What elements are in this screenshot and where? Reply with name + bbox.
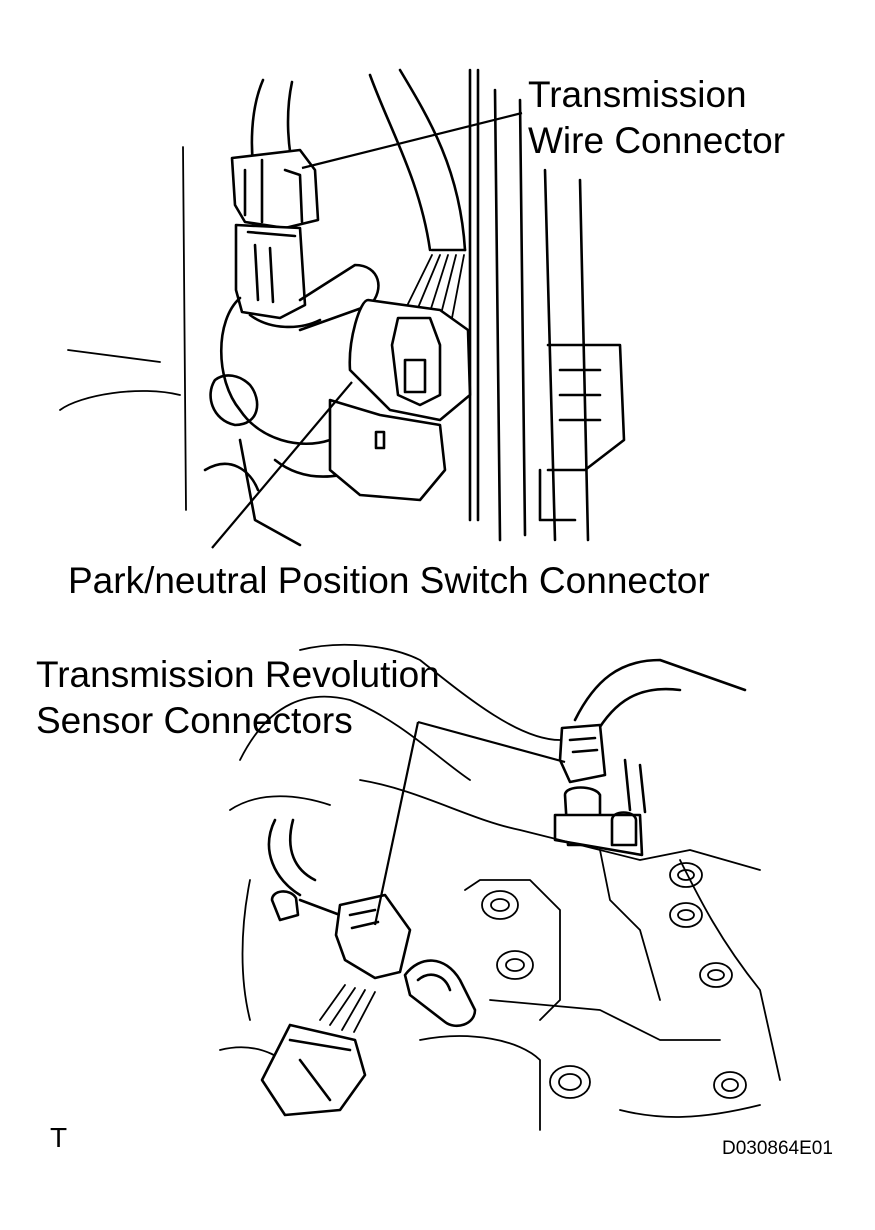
bottom-illustration xyxy=(219,643,781,1131)
revolution-sensor-connector-upper xyxy=(558,723,607,784)
corner-mark: T xyxy=(50,1122,68,1153)
top-illustration xyxy=(59,68,626,549)
label-line-2: Sensor Connectors xyxy=(36,700,353,741)
park-neutral-switch-connector-label: Park/neutral Position Switch Connector xyxy=(68,560,710,601)
transmission-wire-connector xyxy=(230,148,320,230)
label-line-1: Transmission xyxy=(528,74,747,115)
revolution-sensor-connector-lower xyxy=(334,893,412,980)
label-line-2: Wire Connector xyxy=(528,120,786,161)
figure-code: D030864E01 xyxy=(722,1138,833,1159)
label-line-1: Transmission Revolution xyxy=(36,654,440,695)
revolution-sensor-connectors-label: Transmission Revolution Sensor Connector… xyxy=(36,652,440,744)
transmission-wire-connector-label: Transmission Wire Connector xyxy=(528,72,785,164)
